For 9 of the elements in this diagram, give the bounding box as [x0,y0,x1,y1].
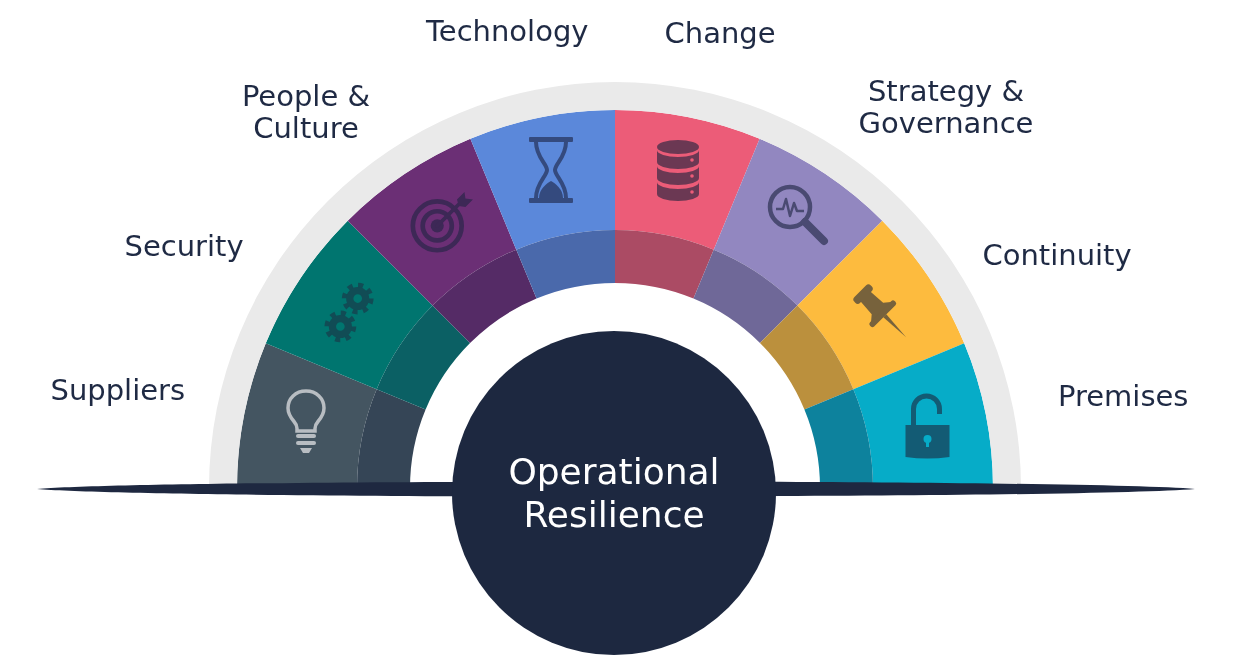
segment-label: Suppliers [50,374,186,406]
segment-label: Premises [1058,380,1189,412]
segment-label: Security [124,230,244,262]
center-label: Operational Resilience [507,450,721,536]
segment-label: Continuity [982,239,1132,271]
segment-label: Change [664,17,776,49]
segment-label: Technology [426,15,589,47]
segment-label: People & Culture [240,80,372,144]
segment-label: Strategy & Governance [857,75,1035,139]
